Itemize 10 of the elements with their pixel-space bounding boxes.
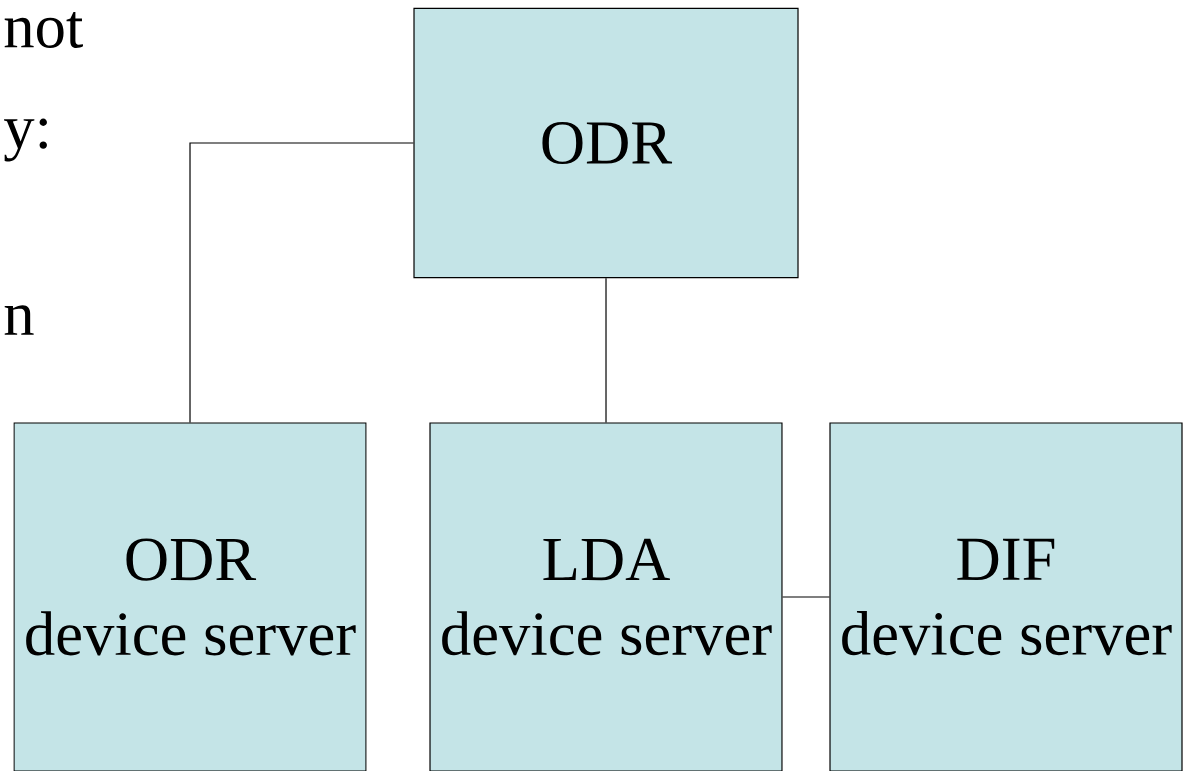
server-box: DIF device server: [829, 422, 1183, 771]
server-box: ODR: [413, 7, 799, 279]
server-box: LDA device server: [429, 422, 783, 771]
text-fragment: not: [4, 12, 83, 48]
connector-line: [605, 277, 607, 423]
server-box: ODR device server: [13, 422, 367, 771]
text-fragment: n: [4, 305, 34, 335]
text-fragment: y:: [4, 118, 47, 162]
connector-line: [189, 142, 414, 423]
connector-line: [782, 596, 830, 598]
